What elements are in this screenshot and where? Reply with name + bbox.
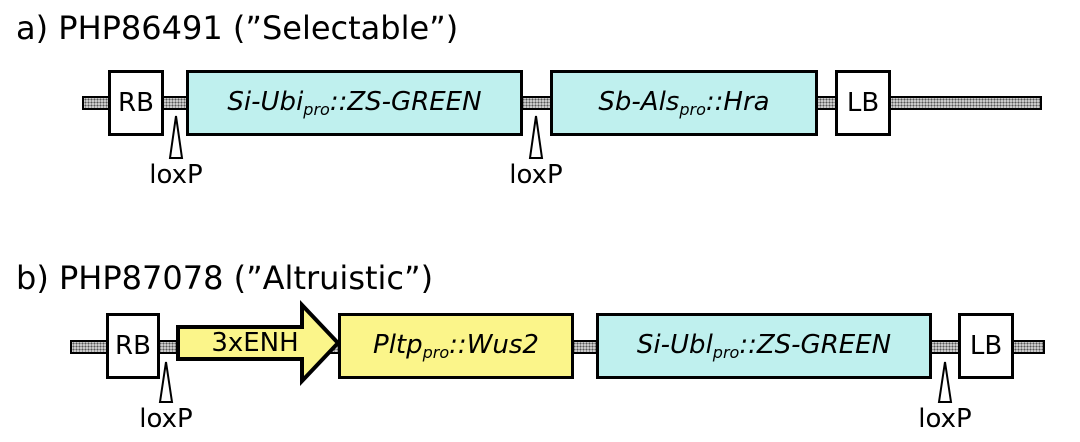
- panel-a-gene2-label: Sb-Alspro::Hra: [598, 87, 770, 119]
- panel-a-title: a) PHP86491 (”Selectable”): [16, 9, 459, 47]
- loxp-triangle-icon: [168, 115, 184, 159]
- panel-b-title: b) PHP87078 (”Altruistic”): [16, 259, 434, 297]
- panel-b-left-border: LB: [958, 313, 1014, 379]
- panel-a-loxp-1-label: loxP: [149, 160, 203, 190]
- panel-b-loxp-2: loxP: [915, 360, 975, 432]
- panel-b-loxp-2-label: loxP: [918, 404, 972, 434]
- panel-a-rb-label: RB: [118, 88, 154, 118]
- panel-b-lb-label: LB: [969, 331, 1003, 361]
- panel-a-loxp-2: loxP: [506, 114, 566, 188]
- panel-b-enhancer-arrow: [176, 300, 341, 386]
- panel-b-rb-label: RB: [115, 331, 151, 361]
- panel-a-lb-label: LB: [846, 88, 880, 118]
- panel-b-right-border: RB: [106, 313, 160, 379]
- panel-b-enhancer-label: 3xENH: [211, 328, 299, 358]
- panel-b-gene-zsgreen: Si-Ublpro::ZS-GREEN: [596, 313, 932, 379]
- panel-a-gene1-label: Si-Ubipro::ZS-GREEN: [227, 87, 482, 119]
- panel-a-gene-hra: Sb-Alspro::Hra: [550, 70, 818, 136]
- panel-b-loxp-1: loxP: [136, 360, 196, 432]
- panel-b-gene1-label: Pltppro::Wus2: [373, 330, 539, 362]
- loxp-triangle-icon: [937, 361, 953, 403]
- panel-b-gene-wus2: Pltppro::Wus2: [338, 313, 574, 379]
- panel-a-left-border: LB: [835, 70, 891, 136]
- panel-b-loxp-1-label: loxP: [139, 404, 193, 434]
- panel-a-right-border: RB: [108, 70, 164, 136]
- loxp-triangle-icon: [528, 115, 544, 159]
- panel-b-gene2-label: Si-Ublpro::ZS-GREEN: [636, 330, 892, 362]
- panel-a-loxp-1: loxP: [146, 114, 206, 188]
- loxp-triangle-icon: [158, 361, 174, 403]
- panel-a-gene-zsgreen: Si-Ubipro::ZS-GREEN: [186, 70, 523, 136]
- panel-a-loxp-2-label: loxP: [509, 160, 563, 190]
